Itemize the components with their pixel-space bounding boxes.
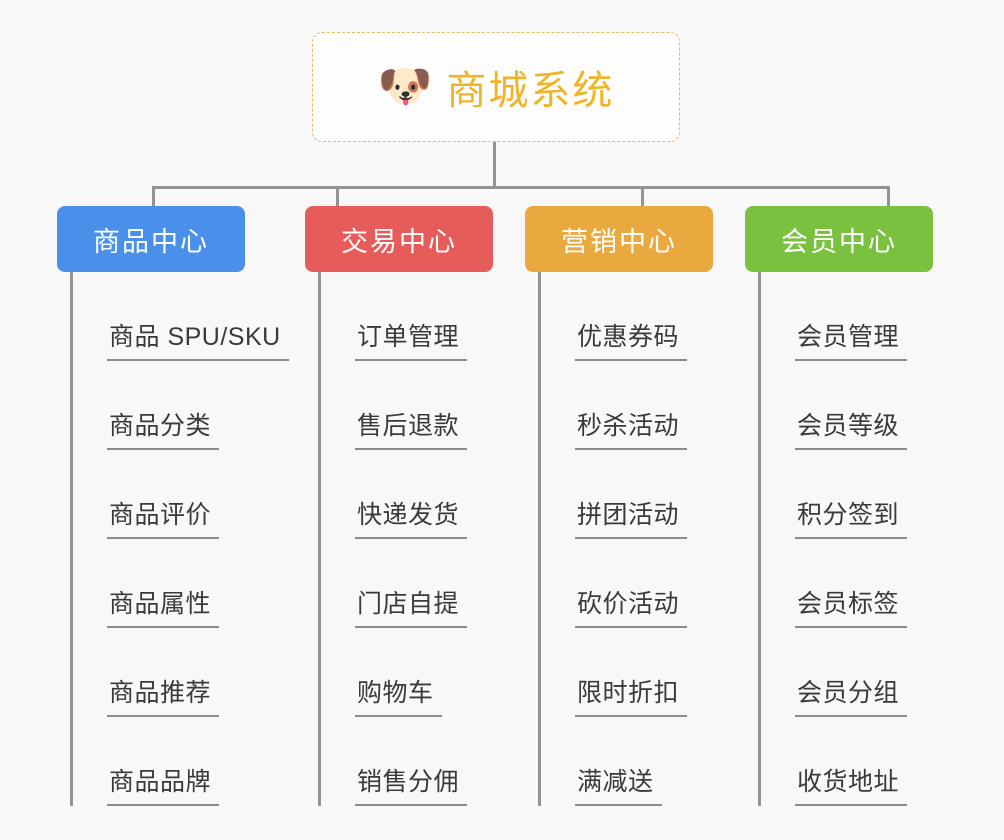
list-item-label: 秒杀活动: [575, 406, 688, 450]
list-item[interactable]: 售后退款: [321, 361, 493, 450]
list-item-label: 门店自提: [355, 584, 468, 628]
list-item[interactable]: 拼团活动: [541, 450, 713, 539]
list-item[interactable]: 优惠券码: [541, 272, 713, 361]
dog-face-icon: 🐶: [377, 62, 433, 111]
branch-item-list-trade-center: 订单管理 售后退款 快递发货 门店自提 购物车 销售分佣: [318, 272, 493, 806]
list-item-label: 售后退款: [355, 406, 468, 450]
list-item[interactable]: 商品评价: [73, 450, 289, 539]
list-item-label: 快递发货: [355, 495, 468, 539]
list-item-label: 砍价活动: [575, 584, 688, 628]
branch-trade-center: 交易中心 订单管理 售后退款 快递发货 门店自提 购物车 销售分佣: [305, 206, 493, 806]
list-item[interactable]: 门店自提: [321, 539, 493, 628]
list-item[interactable]: 会员分组: [761, 628, 933, 717]
root-title: 商城系统: [446, 69, 615, 113]
list-item[interactable]: 商品推荐: [73, 628, 289, 717]
list-item-label: 商品属性: [107, 584, 220, 628]
branch-item-list-product-center: 商品 SPU/SKU 商品分类 商品评价 商品属性 商品推荐 商品品牌: [70, 272, 289, 806]
branch-header-member-center[interactable]: 会员中心: [745, 206, 933, 272]
connector-drop-marketing-center: [641, 186, 644, 208]
connector-bus: [152, 186, 890, 189]
list-item[interactable]: 商品分类: [73, 361, 289, 450]
branch-header-label: 商品中心: [93, 226, 209, 257]
list-item-label: 收货地址: [795, 762, 908, 806]
list-item[interactable]: 商品 SPU/SKU: [73, 272, 289, 361]
connector-drop-member-center: [887, 186, 890, 208]
list-item[interactable]: 砍价活动: [541, 539, 713, 628]
list-item-label: 会员标签: [795, 584, 908, 628]
list-item-label: 购物车: [355, 673, 442, 717]
list-item-label: 商品分类: [107, 406, 220, 450]
list-item-label: 积分签到: [795, 495, 908, 539]
branch-product-center: 商品中心 商品 SPU/SKU 商品分类 商品评价 商品属性 商品推荐 商品品牌: [57, 206, 289, 806]
branch-header-label: 交易中心: [341, 226, 457, 257]
list-item-label: 会员管理: [795, 317, 908, 361]
list-item-label: 商品品牌: [107, 762, 220, 806]
list-item[interactable]: 商品品牌: [73, 717, 289, 806]
connector-drop-trade-center: [336, 186, 339, 208]
list-item[interactable]: 限时折扣: [541, 628, 713, 717]
branch-header-marketing-center[interactable]: 营销中心: [525, 206, 713, 272]
branch-header-trade-center[interactable]: 交易中心: [305, 206, 493, 272]
branch-header-label: 营销中心: [561, 226, 677, 257]
list-item[interactable]: 会员管理: [761, 272, 933, 361]
list-item-label: 会员分组: [795, 673, 908, 717]
branch-item-list-marketing-center: 优惠券码 秒杀活动 拼团活动 砍价活动 限时折扣 满减送: [538, 272, 713, 806]
list-item[interactable]: 满减送: [541, 717, 713, 806]
list-item[interactable]: 会员等级: [761, 361, 933, 450]
branch-header-label: 会员中心: [781, 226, 897, 257]
root-node[interactable]: 🐶 商城系统: [312, 32, 680, 142]
connector-drop-product-center: [152, 186, 155, 208]
branch-item-list-member-center: 会员管理 会员等级 积分签到 会员标签 会员分组 收货地址: [758, 272, 933, 806]
connector-stem: [493, 142, 496, 188]
list-item-label: 销售分佣: [355, 762, 468, 806]
list-item-label: 订单管理: [355, 317, 468, 361]
branch-member-center: 会员中心 会员管理 会员等级 积分签到 会员标签 会员分组 收货地址: [745, 206, 933, 806]
list-item[interactable]: 收货地址: [761, 717, 933, 806]
branch-header-product-center[interactable]: 商品中心: [57, 206, 245, 272]
list-item[interactable]: 快递发货: [321, 450, 493, 539]
list-item-label: 满减送: [575, 762, 662, 806]
list-item-label: 会员等级: [795, 406, 908, 450]
list-item-label: 商品推荐: [107, 673, 220, 717]
list-item[interactable]: 会员标签: [761, 539, 933, 628]
list-item-label: 优惠券码: [575, 317, 688, 361]
list-item[interactable]: 订单管理: [321, 272, 493, 361]
branch-marketing-center: 营销中心 优惠券码 秒杀活动 拼团活动 砍价活动 限时折扣 满减送: [525, 206, 713, 806]
list-item[interactable]: 积分签到: [761, 450, 933, 539]
list-item[interactable]: 购物车: [321, 628, 493, 717]
list-item[interactable]: 销售分佣: [321, 717, 493, 806]
list-item-label: 拼团活动: [575, 495, 688, 539]
list-item[interactable]: 秒杀活动: [541, 361, 713, 450]
list-item-label: 商品 SPU/SKU: [107, 317, 289, 361]
list-item-label: 商品评价: [107, 495, 220, 539]
list-item[interactable]: 商品属性: [73, 539, 289, 628]
list-item-label: 限时折扣: [575, 673, 688, 717]
